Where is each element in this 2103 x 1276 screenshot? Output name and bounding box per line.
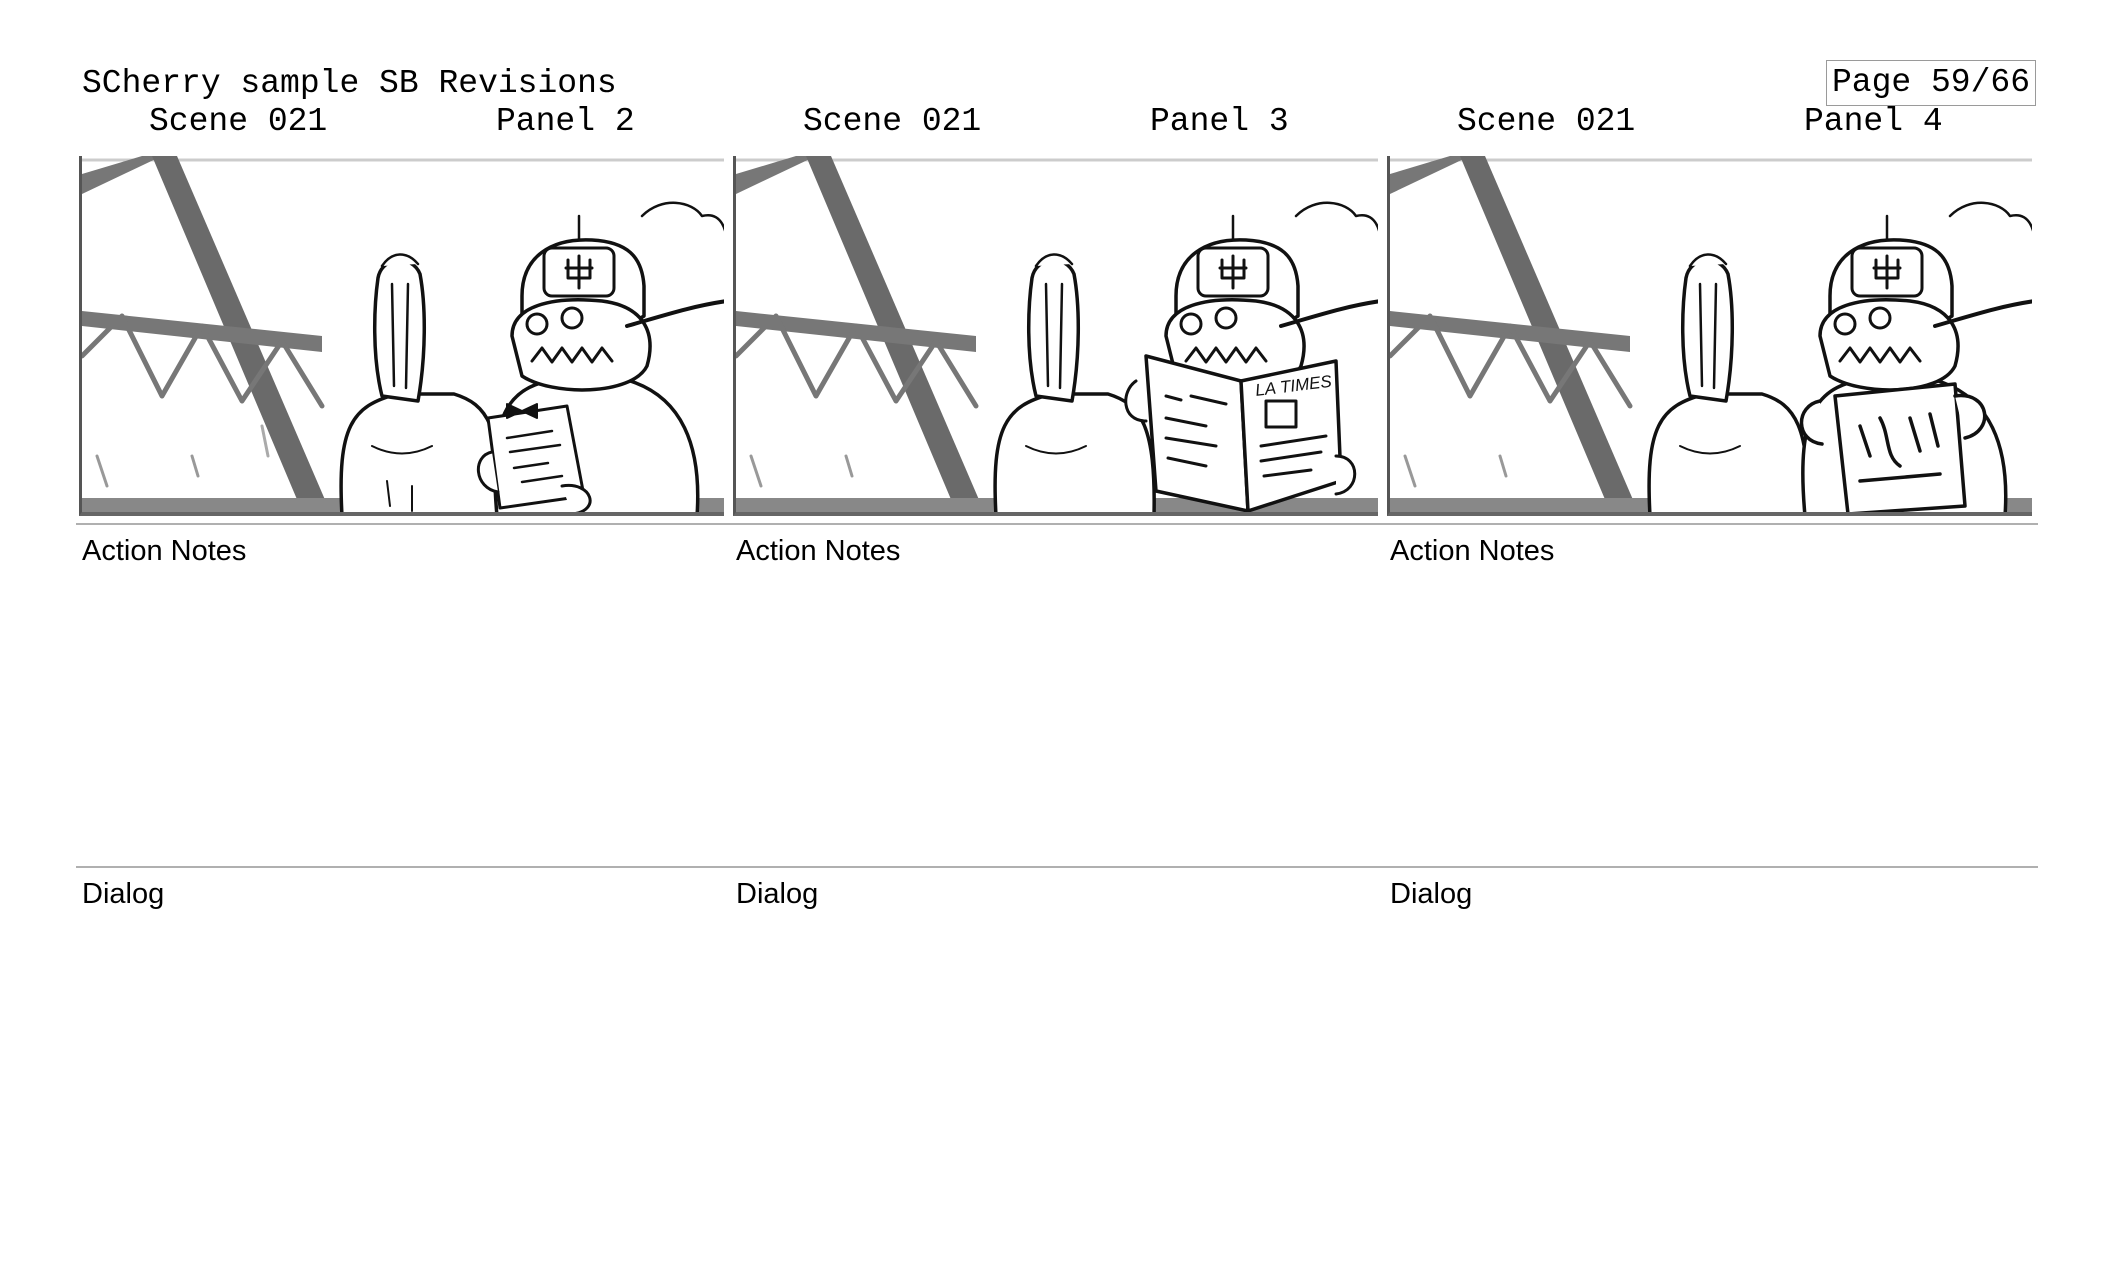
page-number-badge: Page 59/66 xyxy=(1826,60,2036,106)
storyboard-frame-panel-2 xyxy=(79,156,724,516)
dialog-label: Dialog xyxy=(736,878,819,910)
scene-label: Scene 021 xyxy=(1457,103,1636,140)
storyboard-frame-panel-4 xyxy=(1387,156,2032,516)
action-notes-divider xyxy=(76,523,2038,525)
dialog-label: Dialog xyxy=(82,878,165,910)
scene-label: Scene 021 xyxy=(149,103,328,140)
storyboard-frame-panel-3: LA TIMES xyxy=(733,156,1378,516)
storyboard-drawing: LA TIMES xyxy=(736,156,1378,512)
panel-label: Panel 3 xyxy=(1150,103,1289,140)
storyboard-drawing xyxy=(1390,156,2032,512)
action-notes-label: Action Notes xyxy=(736,535,901,567)
panel-label: Panel 2 xyxy=(496,103,635,140)
action-notes-label: Action Notes xyxy=(82,535,247,567)
dialog-label: Dialog xyxy=(1390,878,1473,910)
scene-label: Scene 021 xyxy=(803,103,982,140)
panel-label: Panel 4 xyxy=(1804,103,1943,140)
dialog-divider xyxy=(76,866,2038,868)
storyboard-drawing xyxy=(82,156,724,512)
document-title: SCherry sample SB Revisions xyxy=(82,65,617,102)
action-notes-label: Action Notes xyxy=(1390,535,1555,567)
